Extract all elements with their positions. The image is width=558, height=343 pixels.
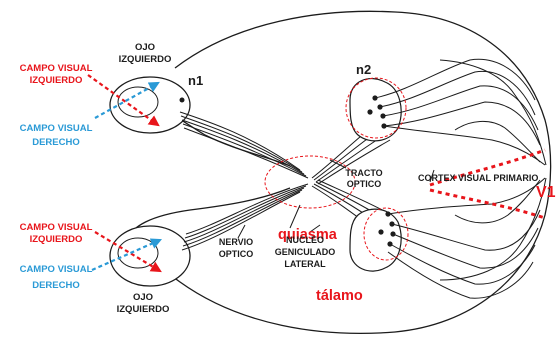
top-optic-nerve xyxy=(180,112,308,178)
v1-boundary xyxy=(430,150,545,218)
campo-visual-derecho-bottom: CAMPO VISUAL xyxy=(20,264,93,275)
lower-lgn xyxy=(350,209,401,271)
nucleo-geniculado-label-3: LATERAL xyxy=(284,259,326,269)
top-eye-retina-dot xyxy=(180,98,185,103)
n1-label: n1 xyxy=(188,73,203,88)
campo-visual-derecho-bottom-2: DERECHO xyxy=(32,280,80,291)
ojo-izquierdo-bottom-label: OJO xyxy=(133,292,153,303)
talamo-label: tálamo xyxy=(316,288,363,304)
ojo-izquierdo-top-label: OJO xyxy=(135,42,155,53)
campo-visual-izquierdo-bottom-2: IZQUIERDO xyxy=(30,234,83,245)
nucleo-geniculado-label-2: GENICULADO xyxy=(275,247,336,257)
campo-visual-izquierdo-top: CAMPO VISUAL xyxy=(20,63,93,74)
tracto-optico-label: TRACTO xyxy=(345,168,382,178)
cortex-lobes xyxy=(440,60,546,280)
v1-label: V1 xyxy=(536,184,556,201)
ojo-izquierdo-top-label-2: IZQUIERDO xyxy=(119,54,172,65)
nervio-optico-label-2: OPTICO xyxy=(219,249,254,259)
campo-visual-derecho-top: CAMPO VISUAL xyxy=(20,123,93,134)
nucleo-geniculado-label: NUCLEO xyxy=(286,235,324,245)
n2-label: n2 xyxy=(356,62,371,77)
cortex-visual-primario-label: CORTEX VISUAL PRIMARIO xyxy=(418,173,538,183)
campo-visual-izquierdo-top-2: IZQUIERDO xyxy=(30,75,83,86)
campo-visual-izquierdo-bottom: CAMPO VISUAL xyxy=(20,222,93,233)
tracto-optico-label-2: OPTICO xyxy=(347,179,382,189)
nervio-optico-label: NERVIO xyxy=(219,237,253,247)
chiasm-highlight xyxy=(265,156,355,208)
lower-optic-radiation xyxy=(388,178,545,298)
upper-optic-radiation xyxy=(375,59,545,165)
bottom-eye xyxy=(110,226,190,286)
top-eye xyxy=(110,77,190,133)
campo-visual-derecho-top-2: DERECHO xyxy=(32,137,80,148)
ojo-izquierdo-bottom-label-2: IZQUIERDO xyxy=(117,304,170,315)
